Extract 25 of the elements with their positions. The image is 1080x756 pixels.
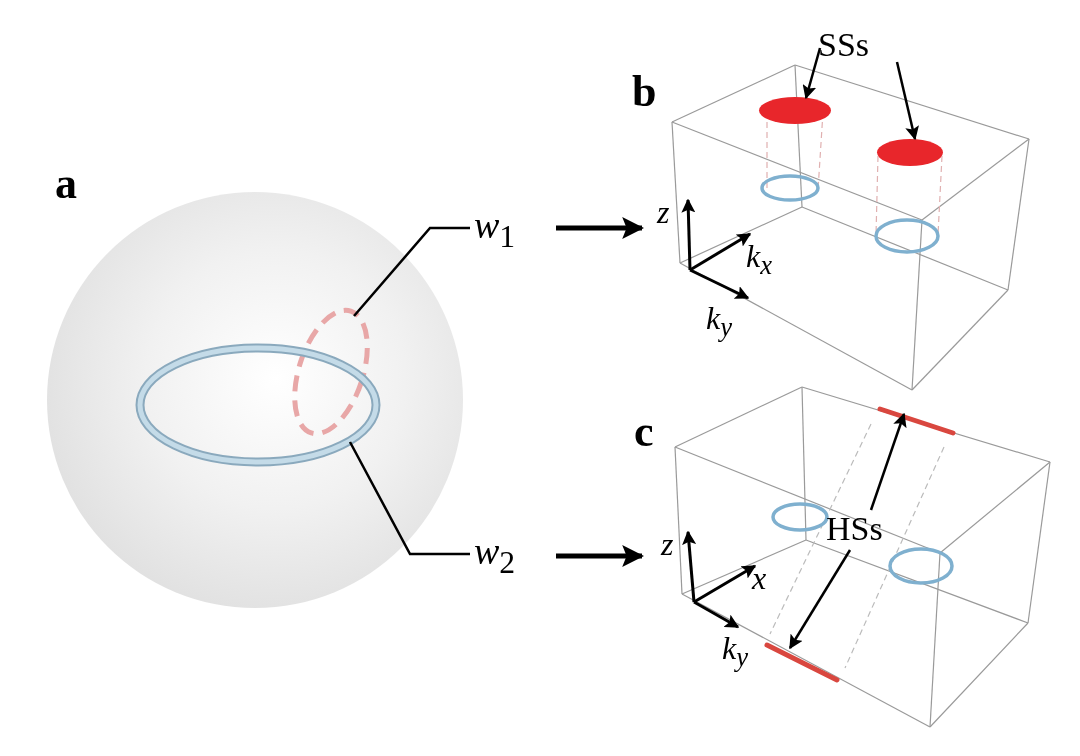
leader-line bbox=[353, 226, 470, 317]
arrow bbox=[556, 545, 645, 567]
panel-letter: a bbox=[55, 162, 77, 206]
disk bbox=[877, 139, 943, 166]
arrow bbox=[802, 47, 822, 100]
axis-label: z bbox=[661, 528, 674, 560]
axis-label: k$_{y}$ bbox=[706, 302, 733, 342]
axis-label: k$_{x}$ bbox=[746, 240, 773, 280]
panel-letter: b bbox=[632, 70, 657, 114]
bar-segment bbox=[762, 640, 842, 686]
math-label: w$_{1}$ bbox=[474, 206, 516, 253]
ring bbox=[135, 343, 381, 467]
annotation-label: HSs bbox=[826, 512, 883, 546]
arrow bbox=[869, 412, 907, 511]
math-label: w$_{2}$ bbox=[474, 532, 516, 579]
arrow bbox=[895, 61, 919, 141]
leader-line bbox=[348, 441, 470, 556]
axis-label: z bbox=[657, 196, 670, 228]
axis-label: k$_{y}$ bbox=[722, 632, 749, 672]
panel-letter: c bbox=[634, 410, 654, 454]
bar-segment bbox=[876, 404, 958, 438]
arrow bbox=[788, 549, 852, 650]
arrow bbox=[556, 217, 645, 239]
annotation-label: SSs bbox=[818, 28, 870, 62]
axis-label: x bbox=[752, 562, 767, 594]
